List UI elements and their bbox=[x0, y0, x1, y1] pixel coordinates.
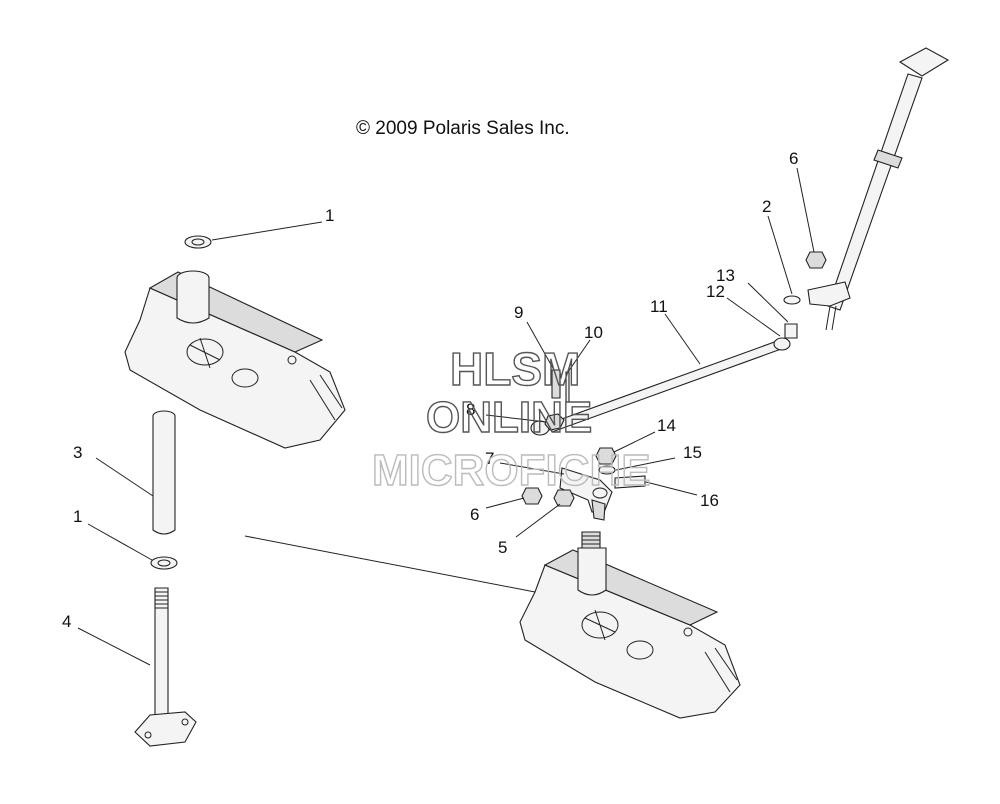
bushing-upper bbox=[184, 235, 212, 249]
bolt-9 bbox=[551, 369, 561, 399]
callout-13: 13 bbox=[716, 266, 735, 285]
watermark-line-1: HLSM bbox=[450, 343, 580, 395]
callout-10: 10 bbox=[584, 323, 603, 342]
callout-16: 16 bbox=[700, 491, 719, 510]
callout-1-upper: 1 bbox=[325, 206, 334, 225]
assembly-line bbox=[244, 535, 536, 593]
leader-lines bbox=[77, 167, 815, 666]
callout-8: 8 bbox=[466, 400, 475, 419]
nut-8 bbox=[544, 413, 565, 431]
pitman-arm bbox=[559, 467, 613, 521]
watermark-line-2: ONLINE bbox=[426, 393, 592, 442]
callout-11: 11 bbox=[650, 297, 668, 316]
callout-6-lower: 6 bbox=[470, 505, 479, 524]
washer-2 bbox=[783, 295, 801, 305]
nut-6-lower bbox=[521, 487, 543, 505]
callout-5: 5 bbox=[498, 538, 507, 557]
watermark-line-3: MICROFICHE bbox=[372, 446, 651, 495]
copyright-text: © 2009 Polaris Sales Inc. bbox=[356, 118, 570, 139]
nut-14 bbox=[595, 447, 617, 465]
nut-6-upper bbox=[805, 251, 827, 269]
callout-2: 2 bbox=[762, 197, 771, 216]
nut-5 bbox=[553, 489, 575, 507]
callout-1-lower: 1 bbox=[73, 507, 82, 526]
callout-labels: 1 2 3 1 4 5 6 6 7 8 9 10 11 12 13 14 15 … bbox=[62, 149, 798, 631]
bolt-16 bbox=[614, 475, 646, 489]
steering-column bbox=[807, 47, 950, 331]
watermark: HLSM ONLINE MICROFICHE bbox=[371, 342, 651, 495]
frame-housing-lower bbox=[519, 531, 741, 719]
callout-12: 12 bbox=[706, 282, 725, 301]
steering-post bbox=[134, 587, 197, 747]
tie-rod bbox=[530, 323, 798, 436]
callout-3: 3 bbox=[73, 443, 82, 462]
callout-9: 9 bbox=[514, 303, 523, 322]
callout-7: 7 bbox=[485, 449, 494, 468]
frame-housing-upper bbox=[124, 270, 346, 449]
callout-4: 4 bbox=[62, 612, 71, 631]
washer-15 bbox=[598, 465, 616, 475]
bushing-lower bbox=[150, 556, 178, 570]
post-tube bbox=[152, 410, 176, 535]
callout-6-upper: 6 bbox=[789, 149, 798, 168]
callout-14: 14 bbox=[657, 416, 676, 435]
callout-15: 15 bbox=[683, 443, 702, 462]
